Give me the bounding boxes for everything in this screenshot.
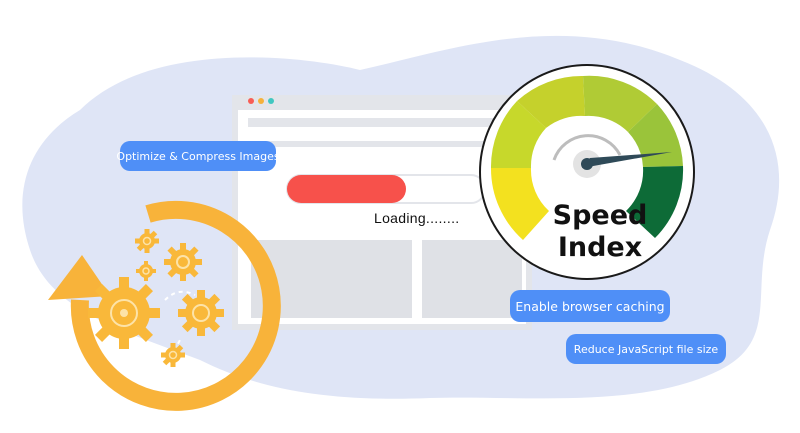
gauge-segment-light-green bbox=[628, 104, 683, 167]
tip-text: Enable browser caching bbox=[515, 298, 665, 314]
gauge-segment-dark-green bbox=[626, 166, 684, 238]
browser-window bbox=[232, 95, 532, 330]
gear-icon bbox=[136, 261, 156, 281]
window-dot-icon bbox=[268, 98, 274, 104]
tip-bubble-optimize-images: Optimize & Compress Images bbox=[116, 141, 280, 171]
gauge-segment-light-green bbox=[583, 75, 657, 132]
tip-text: Optimize & Compress Images bbox=[116, 149, 280, 163]
gauge-segment-yellow-green bbox=[490, 101, 546, 168]
progress-fill bbox=[287, 175, 406, 203]
content-panel-right bbox=[422, 240, 522, 318]
gauge-segment-yellow-green bbox=[517, 75, 585, 128]
speed-gauge bbox=[479, 64, 695, 280]
window-dot-icon bbox=[248, 98, 254, 104]
tip-bubble-reduce-js: Reduce JavaScript file size bbox=[566, 334, 726, 364]
gear-connector bbox=[164, 290, 196, 301]
tip-bubble-browser-caching: Enable browser caching bbox=[510, 290, 670, 322]
loading-text: Loading........ bbox=[374, 210, 460, 226]
speed-title-line1: Speed bbox=[552, 200, 648, 231]
tip-text: Reduce JavaScript file size bbox=[573, 342, 719, 356]
address-bar bbox=[248, 118, 518, 127]
gauge-inner-arc bbox=[552, 134, 622, 161]
gear-icon bbox=[88, 277, 160, 349]
window-dot-icon bbox=[258, 98, 264, 104]
gear-icon bbox=[164, 243, 202, 281]
gauge-needle bbox=[582, 152, 672, 168]
cycle-arrow-icon bbox=[48, 200, 281, 411]
gear-icon bbox=[135, 229, 159, 253]
gauge-segment-yellow bbox=[490, 168, 549, 240]
gear-icon bbox=[178, 290, 224, 336]
content-line bbox=[248, 141, 508, 147]
speed-title-line2: Index bbox=[557, 232, 643, 263]
